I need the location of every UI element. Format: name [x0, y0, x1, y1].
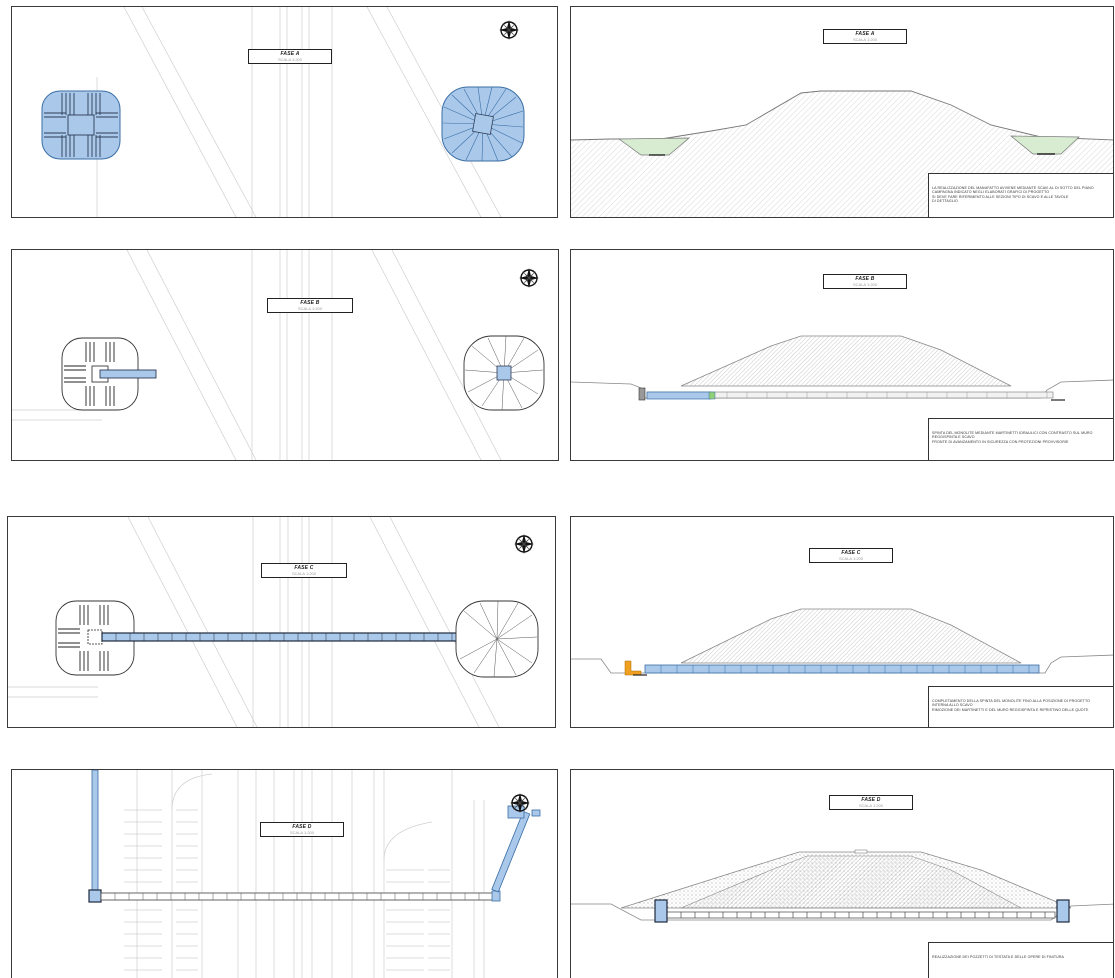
- phase-title: FASE D: [292, 824, 312, 830]
- section-drawing-phase-d: [571, 849, 1113, 923]
- phase-title-box: FASE A SCALA 1:200: [823, 29, 907, 44]
- phase-title: FASE B: [300, 300, 320, 306]
- phase-title: FASE C: [841, 550, 861, 556]
- notes-box: COMPLETAMENTO DELLA SPINTA DEL MONOLITE …: [928, 686, 1113, 727]
- phase-title: FASE B: [855, 276, 875, 282]
- phase-title-box: FASE D SCALA 1:200: [260, 822, 344, 837]
- phase-title: FASE C: [294, 565, 314, 571]
- pit-left: [61, 337, 157, 411]
- section-drawing-phase-c: [571, 608, 1113, 676]
- plan-drawing-phase-d: [88, 770, 541, 978]
- phase-title-box: FASE B SCALA 1:200: [823, 274, 907, 289]
- phase-title: FASE A: [280, 51, 300, 57]
- pit-left: [41, 90, 121, 160]
- phase-title-box: FASE D SCALA 1:200: [829, 795, 913, 810]
- pit-right: [441, 86, 525, 162]
- note-line: SI DEVE FARE RIFERIMENTO ALLE SEZIONI TI…: [932, 194, 1069, 199]
- phase-title: FASE A: [855, 31, 875, 37]
- section-drawing-phase-b: [571, 335, 1113, 401]
- phase-scale: SCALA 1:200: [291, 571, 317, 576]
- phase-scale: SCALA 1:200: [852, 282, 878, 287]
- phase-title-box: FASE C SCALA 1:200: [261, 563, 347, 578]
- note-line: REGGISPINTA E SCAVO: [932, 435, 975, 440]
- phase-title-box: FASE B SCALA 1:200: [267, 298, 353, 313]
- pipe-jacked: [101, 632, 495, 642]
- pit-right: [455, 600, 539, 678]
- notes-box: LA REALIZZAZIONE DEL MANUFATTO AVVIENE M…: [928, 173, 1113, 217]
- section-panel-phase-b: FASE B SCALA 1:200 SPINTA DEL MONOLITE M…: [570, 249, 1114, 461]
- note-line: FRONTE DI AVANZAMENTO IN SICUREZZA CON P…: [932, 439, 1069, 444]
- section-panel-phase-a: FASE A SCALA 1:200 LA REALIZZAZIONE DEL …: [570, 6, 1114, 218]
- note-line: LA REALIZZAZIONE DEL MANUFATTO AVVIENE M…: [932, 186, 1094, 190]
- note-line: SPINTA DEL MONOLITE MEDIANTE MARTINETTI …: [932, 431, 1093, 435]
- phase-scale: SCALA 1:200: [289, 830, 315, 835]
- note-line: RIMOZIONE DEI MARTINETTI E DEL MURO REGG…: [932, 707, 1089, 712]
- note-line: CAMPAGNA INDICATO NEGLI ELABORATI GRAFIC…: [932, 190, 1050, 195]
- plan-panel-phase-d: FASE D SCALA 1:200: [11, 769, 558, 978]
- plan-drawing-phase-a: [41, 7, 525, 217]
- plan-panel-phase-a: FASE A SCALA 1:200: [11, 6, 558, 218]
- compass-icon: [510, 793, 530, 813]
- pit-left: [55, 600, 135, 676]
- pit-right: [463, 335, 545, 411]
- phase-scale: SCALA 1:200: [858, 803, 884, 808]
- phase-scale: SCALA 1:200: [838, 556, 864, 561]
- note-line: DI DETTAGLIO: [932, 199, 958, 204]
- phase-title-box: FASE A SCALA 1:200: [248, 49, 332, 64]
- phase-title: FASE D: [861, 797, 881, 803]
- note-line: COMPLETAMENTO DELLA SPINTA DEL MONOLITE …: [932, 699, 1091, 703]
- plan-drawing-phase-b: [12, 250, 545, 460]
- phase-title-box: FASE C SCALA 1:200: [809, 548, 893, 563]
- phase-scale: SCALA 1:200: [297, 306, 323, 311]
- compass-icon: [499, 20, 519, 40]
- plan-panel-phase-b: FASE B SCALA 1:200: [11, 249, 559, 461]
- plan-drawing-phase-c: [8, 517, 539, 727]
- section-panel-phase-c: FASE C SCALA 1:200 COMPLETAMENTO DELLA S…: [570, 516, 1114, 728]
- section-panel-phase-d: FASE D SCALA 1:200 REALIZZAZIONE DEI POZ…: [570, 769, 1114, 978]
- notes-box: SPINTA DEL MONOLITE MEDIANTE MARTINETTI …: [928, 418, 1113, 460]
- compass-icon: [514, 534, 534, 554]
- notes-box: REALIZZAZIONE DEI POZZETTI DI TESTATA E …: [928, 942, 1113, 978]
- phase-scale: SCALA 1:200: [852, 37, 878, 42]
- compass-icon: [519, 268, 539, 288]
- phase-scale: SCALA 1:200: [277, 57, 303, 62]
- plan-panel-phase-c: FASE C SCALA 1:200: [7, 516, 556, 728]
- note-line: REALIZZAZIONE DEI POZZETTI DI TESTATA E …: [932, 955, 1065, 959]
- note-line: INTERNA ALLO SCAVO: [932, 703, 973, 708]
